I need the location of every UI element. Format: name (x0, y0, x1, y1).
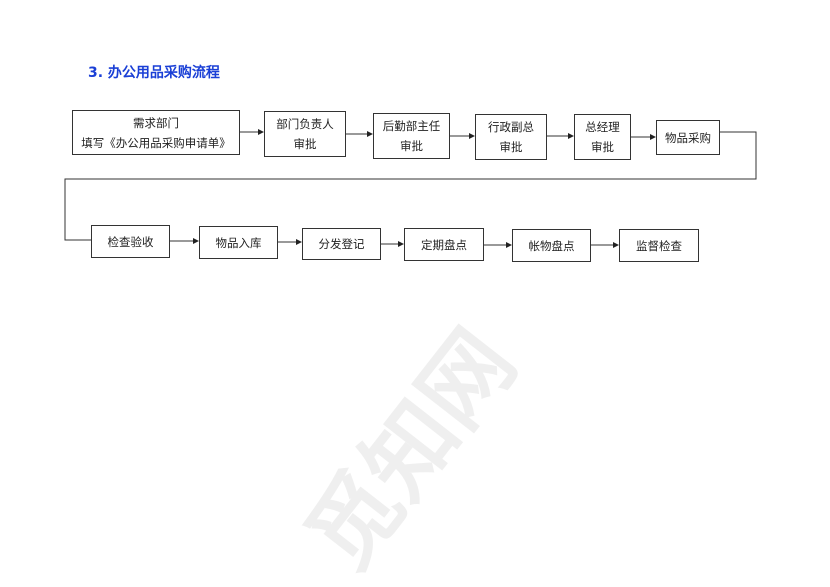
step-label: 帐物盘点 (528, 238, 575, 253)
row-wrap-connector (64, 131, 757, 241)
step-label: 部门负责人 (276, 117, 334, 131)
step-label: 填写《办公用品采购申请单》 (81, 135, 231, 150)
section-title: 3. 办公用品采购流程 (88, 65, 220, 81)
step-purchase: 物品采购 (656, 120, 720, 155)
step-label: 审批 (293, 137, 317, 151)
step-label: 检查验收 (107, 234, 154, 249)
step-label: 行政副总 (488, 120, 534, 134)
step-label: 后勤部主任 (382, 119, 441, 133)
step-inspection: 检查验收 (91, 225, 170, 258)
step-demand-department: 需求部门 填写《办公用品采购申请单》 (72, 110, 240, 155)
step-distribution: 分发登记 (302, 228, 381, 260)
step-account-stocktake: 帐物盘点 (512, 229, 591, 262)
step-label: 审批 (499, 140, 523, 154)
step-supervision: 监督检查 (619, 229, 699, 262)
step-gm-approval: 总经理 审批 (574, 114, 631, 160)
step-warehousing: 物品入库 (199, 226, 278, 259)
step-label: 需求部门 (133, 115, 179, 130)
step-label: 物品入库 (215, 235, 262, 250)
step-label: 物品采购 (665, 130, 711, 145)
step-label: 总经理 (585, 120, 620, 134)
step-label: 定期盘点 (421, 237, 467, 252)
step-label: 审批 (400, 139, 423, 153)
step-dept-head-approval: 部门负责人 审批 (264, 111, 346, 157)
step-label: 监督检查 (636, 238, 682, 253)
step-label: 审批 (591, 140, 614, 154)
step-admin-vp-approval: 行政副总 审批 (475, 114, 547, 160)
step-logistics-director-approval: 后勤部主任 审批 (373, 113, 450, 159)
step-label: 分发登记 (318, 237, 365, 251)
step-periodic-stocktake: 定期盘点 (404, 228, 484, 261)
